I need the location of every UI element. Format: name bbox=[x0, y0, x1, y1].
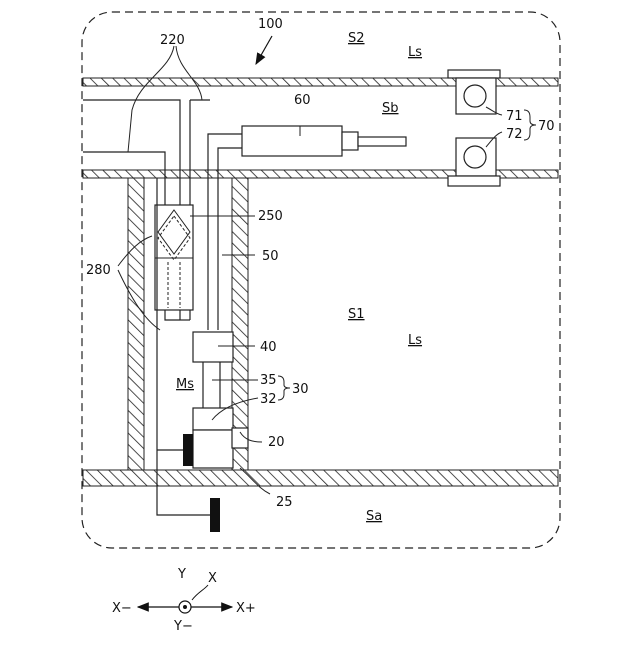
axis-y-label: Y bbox=[177, 567, 186, 582]
label-ls-mid: Ls bbox=[408, 333, 422, 348]
black-block-lower bbox=[210, 498, 220, 532]
label-30: 30 bbox=[292, 382, 309, 397]
label-s1: S1 bbox=[348, 307, 365, 322]
right-vertical-wall bbox=[232, 178, 248, 470]
axis-x-plus-label: X+ bbox=[236, 601, 256, 616]
label-32: 32 bbox=[260, 392, 277, 407]
axis-indicator bbox=[138, 585, 232, 613]
axis-x-minus-label: X− bbox=[112, 601, 132, 616]
label-40: 40 bbox=[260, 340, 277, 355]
label-70: 70 bbox=[538, 119, 555, 134]
label-71: 71 bbox=[506, 109, 523, 124]
part-40 bbox=[193, 332, 233, 362]
label-60: 60 bbox=[294, 93, 311, 108]
label-ls-top: Ls bbox=[408, 45, 422, 60]
brace-30 bbox=[278, 376, 290, 400]
label-ms: Ms bbox=[176, 377, 194, 392]
label-250: 250 bbox=[258, 209, 283, 224]
black-block-upper bbox=[183, 434, 193, 466]
part-20 bbox=[193, 430, 233, 468]
label-100: 100 bbox=[258, 17, 283, 32]
heat-exchanger-250 bbox=[155, 205, 193, 310]
arrow-100 bbox=[256, 36, 272, 64]
label-20: 20 bbox=[268, 435, 285, 450]
brace-70 bbox=[524, 110, 536, 140]
label-s2: S2 bbox=[348, 31, 365, 46]
label-72: 72 bbox=[506, 127, 523, 142]
unit-60 bbox=[242, 126, 406, 156]
label-35: 35 bbox=[260, 373, 277, 388]
valve-72 bbox=[448, 138, 500, 186]
label-sb: Sb bbox=[382, 101, 399, 116]
label-25: 25 bbox=[276, 495, 293, 510]
label-sa: Sa bbox=[366, 509, 382, 524]
bottom-wall bbox=[83, 470, 558, 486]
valve-71 bbox=[448, 70, 500, 114]
axis-x-label: X bbox=[208, 571, 217, 586]
label-280: 280 bbox=[86, 263, 111, 278]
label-220: 220 bbox=[160, 33, 185, 48]
label-50: 50 bbox=[262, 249, 279, 264]
left-vertical-wall bbox=[128, 178, 144, 470]
axis-y-minus-label: Y− bbox=[173, 619, 193, 634]
